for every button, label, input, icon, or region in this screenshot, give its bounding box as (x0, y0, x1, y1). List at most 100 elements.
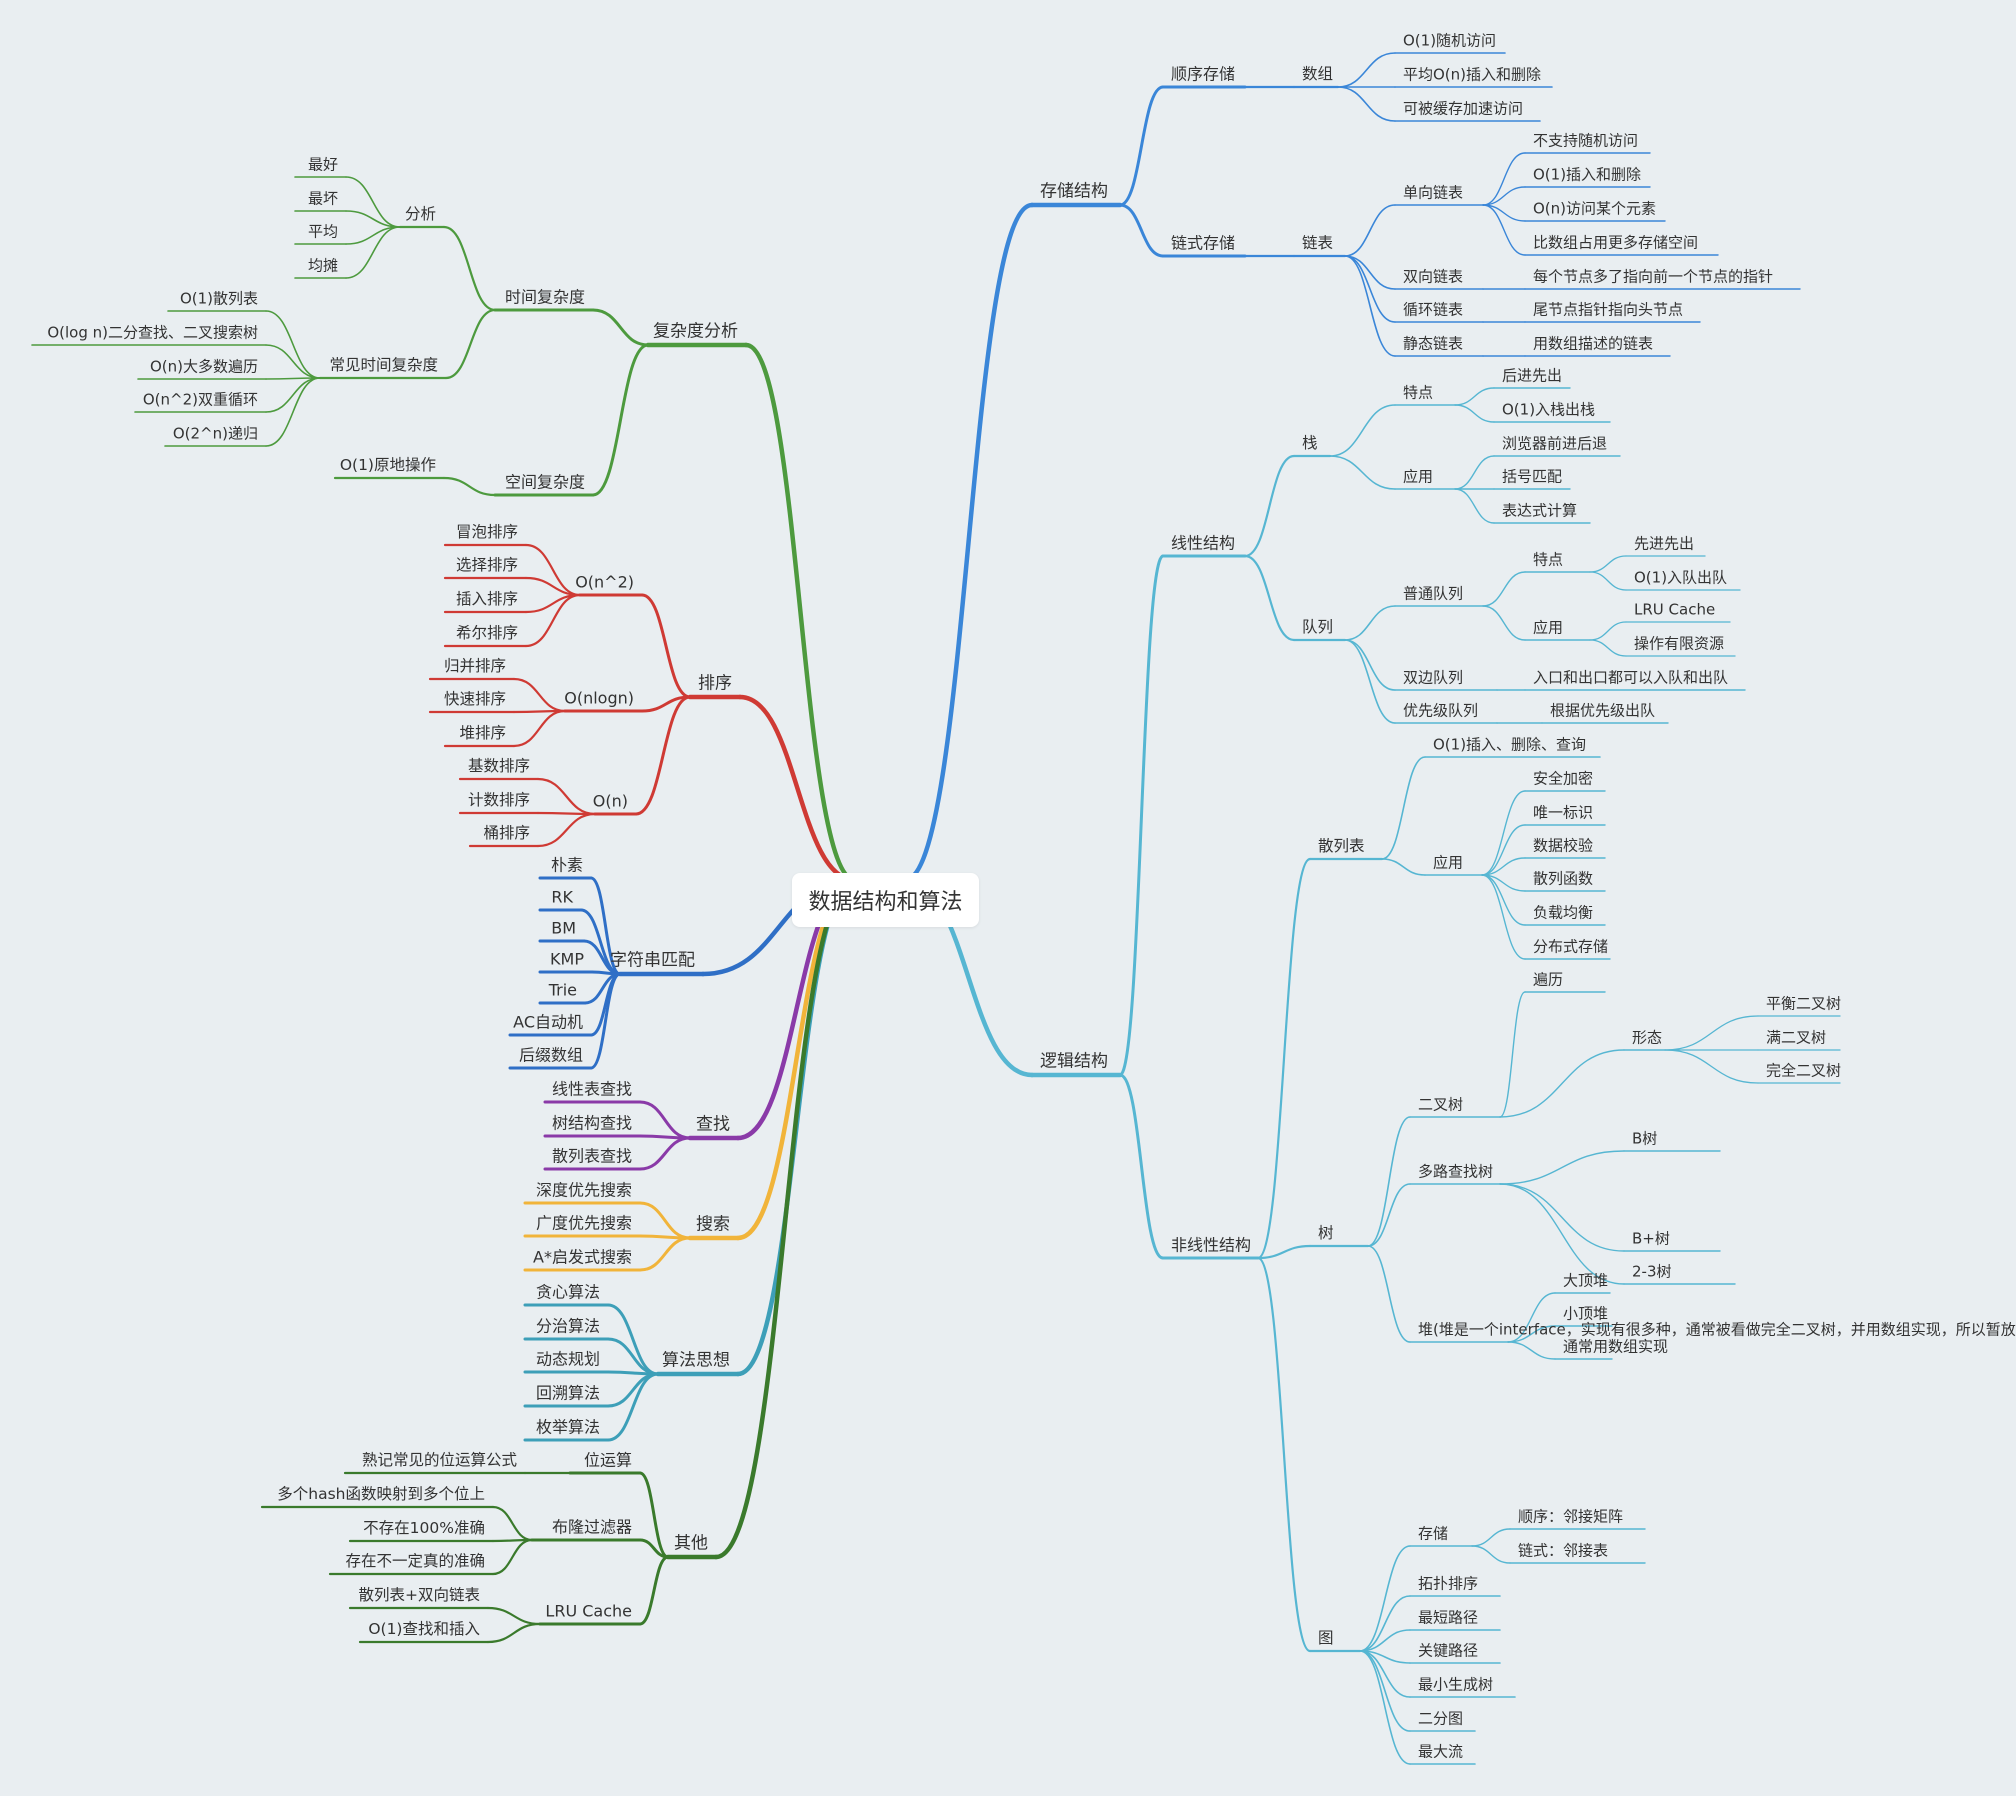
subtopic[interactable]: O(log n)二分查找、二叉搜索树 (47, 323, 258, 342)
subtopic[interactable]: 树 (1318, 1223, 1334, 1242)
subtopic[interactable]: 选择排序 (455, 555, 518, 574)
subtopic[interactable]: 链式：邻接表 (1518, 1541, 1609, 1560)
subtopic[interactable]: 循环链表 (1403, 300, 1464, 319)
subtopic[interactable]: 线性表查找 (551, 1079, 632, 1099)
subtopic[interactable]: 表达式计算 (1502, 501, 1578, 520)
subtopic[interactable]: 满二叉树 (1766, 1028, 1827, 1047)
subtopic[interactable]: 散列表查找 (551, 1146, 632, 1166)
subtopic[interactable]: 先进先出 (1634, 534, 1695, 553)
subtopic[interactable]: 堆(堆是一个interface，实现有很多种，通常被看做完全二叉树，并用数组实现… (1418, 1320, 2016, 1339)
subtopic[interactable]: 数据校验 (1533, 836, 1594, 855)
main-topic[interactable]: 逻辑结构 (1040, 1051, 1108, 1072)
subtopic[interactable]: 分治算法 (535, 1316, 600, 1336)
subtopic[interactable]: 多路查找树 (1418, 1162, 1494, 1181)
main-topic[interactable]: 算法思想 (662, 1350, 730, 1371)
subtopic[interactable]: O(n) (592, 791, 628, 811)
subtopic[interactable]: O(1)原地操作 (339, 455, 436, 474)
main-topic[interactable]: 字符串匹配 (610, 950, 695, 971)
subtopic[interactable]: 特点 (1403, 383, 1434, 402)
subtopic[interactable]: O(n^2)双重循环 (142, 390, 258, 409)
subtopic[interactable]: O(1)入栈出栈 (1502, 400, 1596, 419)
subtopic[interactable]: 深度优先搜索 (535, 1180, 632, 1200)
subtopic[interactable]: 负载均衡 (1533, 903, 1594, 922)
subtopic[interactable]: 比数组占用更多存储空间 (1533, 233, 1699, 252)
subtopic[interactable]: Trie (548, 980, 577, 1000)
subtopic[interactable]: 散列函数 (1533, 869, 1594, 888)
subtopic[interactable]: 冒泡排序 (455, 522, 518, 541)
subtopic[interactable]: 最好 (307, 155, 338, 174)
subtopic[interactable]: 存在不一定真的准确 (345, 1551, 485, 1570)
subtopic[interactable]: 唯一标识 (1533, 803, 1594, 822)
subtopic[interactable]: O(1)查找和插入 (368, 1619, 480, 1638)
subtopic[interactable]: 安全加密 (1533, 769, 1594, 788)
subtopic[interactable]: 基数排序 (467, 756, 530, 775)
subtopic[interactable]: 不存在100%准确 (363, 1518, 485, 1537)
subtopic[interactable]: 二叉树 (1418, 1095, 1464, 1114)
subtopic[interactable]: 时间复杂度 (504, 287, 585, 307)
subtopic[interactable]: RK (551, 887, 573, 907)
subtopic[interactable]: KMP (550, 949, 584, 969)
subtopic[interactable]: 线性结构 (1171, 533, 1236, 553)
subtopic[interactable]: 熟记常见的位运算公式 (361, 1450, 517, 1469)
subtopic[interactable]: 2-3树 (1632, 1262, 1672, 1281)
subtopic[interactable]: 分析 (404, 204, 436, 223)
subtopic[interactable]: 平衡二叉树 (1766, 994, 1842, 1013)
subtopic[interactable]: 桶排序 (483, 823, 530, 842)
subtopic[interactable]: A*启发式搜索 (533, 1247, 632, 1267)
subtopic[interactable]: 分布式存储 (1533, 937, 1609, 956)
subtopic[interactable]: 特点 (1533, 550, 1564, 569)
subtopic[interactable]: 空间复杂度 (504, 472, 585, 492)
subtopic[interactable]: 常见时间复杂度 (329, 355, 438, 374)
subtopic[interactable]: O(1)插入、删除、查询 (1433, 735, 1587, 754)
subtopic[interactable]: 计数排序 (467, 790, 530, 809)
subtopic[interactable]: 最坏 (307, 189, 338, 208)
subtopic[interactable]: 关键路径 (1418, 1641, 1479, 1660)
subtopic[interactable]: O(nlogn) (564, 688, 634, 708)
subtopic[interactable]: 拓扑排序 (1418, 1574, 1479, 1593)
subtopic[interactable]: 动态规划 (535, 1349, 600, 1369)
subtopic[interactable]: 普通队列 (1403, 584, 1464, 603)
subtopic[interactable]: 静态链表 (1403, 334, 1464, 353)
subtopic[interactable]: 插入排序 (455, 589, 518, 608)
subtopic[interactable]: 完全二叉树 (1766, 1061, 1842, 1080)
subtopic[interactable]: O(2^n)递归 (172, 424, 258, 443)
subtopic[interactable]: 非线性结构 (1171, 1235, 1252, 1255)
subtopic[interactable]: 单向链表 (1403, 183, 1464, 202)
subtopic[interactable]: 平均 (307, 222, 338, 241)
subtopic[interactable]: 后进先出 (1502, 366, 1563, 385)
main-topic[interactable]: 查找 (696, 1114, 730, 1135)
subtopic[interactable]: 回溯算法 (535, 1383, 600, 1403)
subtopic[interactable]: 最小生成树 (1418, 1675, 1494, 1694)
subtopic[interactable]: O(n^2) (575, 572, 634, 592)
subtopic[interactable]: AC自动机 (513, 1012, 583, 1032)
subtopic[interactable]: 数组 (1302, 64, 1334, 83)
subtopic[interactable]: 应用 (1533, 618, 1564, 637)
subtopic[interactable]: 快速排序 (443, 689, 506, 708)
subtopic[interactable]: 应用 (1433, 853, 1464, 872)
subtopic[interactable]: 堆排序 (459, 723, 506, 742)
subtopic[interactable]: 归并排序 (443, 656, 506, 675)
subtopic[interactable]: 最短路径 (1418, 1608, 1479, 1627)
subtopic[interactable]: 用数组描述的链表 (1533, 334, 1654, 353)
subtopic[interactable]: 散列表 (1318, 836, 1365, 855)
subtopic[interactable]: 存储 (1418, 1524, 1449, 1543)
subtopic[interactable]: 双向链表 (1403, 267, 1464, 286)
subtopic[interactable]: 遍历 (1533, 970, 1564, 989)
subtopic[interactable]: 位运算 (583, 1450, 632, 1470)
root-topic[interactable]: 数据结构和算法 (792, 873, 979, 927)
subtopic[interactable]: 栈 (1302, 433, 1318, 452)
subtopic[interactable]: 操作有限资源 (1634, 634, 1725, 653)
subtopic[interactable]: 后缀数组 (518, 1045, 583, 1065)
subtopic[interactable]: B树 (1632, 1129, 1658, 1148)
subtopic[interactable]: 平均O(n)插入和删除 (1403, 65, 1542, 84)
subtopic[interactable]: O(1)入队出队 (1634, 568, 1728, 587)
subtopic[interactable]: O(n)大多数遍历 (149, 357, 258, 376)
subtopic[interactable]: 小顶堆 (1563, 1304, 1609, 1323)
subtopic[interactable]: LRU Cache (545, 1601, 632, 1621)
subtopic[interactable]: 尾节点指针指向头节点 (1533, 300, 1684, 319)
subtopic[interactable]: 大顶堆 (1563, 1271, 1609, 1290)
subtopic[interactable]: 通常用数组实现 (1563, 1337, 1669, 1356)
subtopic[interactable]: 括号匹配 (1502, 467, 1563, 486)
main-topic[interactable]: 复杂度分析 (653, 321, 738, 342)
subtopic[interactable]: 可被缓存加速访问 (1403, 99, 1524, 118)
